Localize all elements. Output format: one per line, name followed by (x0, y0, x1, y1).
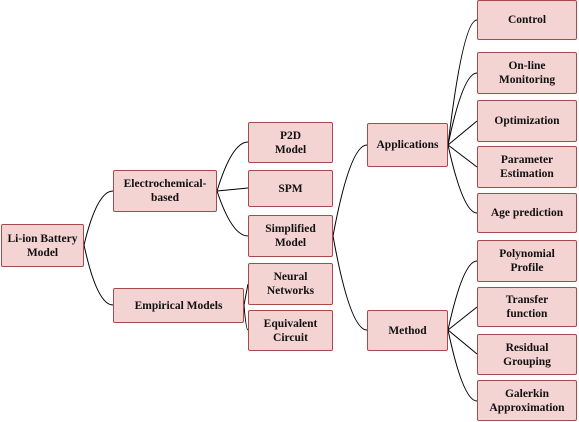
node-spm: SPM (248, 170, 333, 207)
node-applications: Applications (367, 123, 448, 167)
edge-applications-age (447, 144, 478, 214)
edge-electrochemical-p2d (216, 141, 249, 192)
edge-empirical-neural (243, 283, 249, 306)
node-online-monitoring: On-line Monitoring (477, 52, 577, 94)
node-equivalent-circuit: Equivalent Circuit (248, 310, 333, 351)
edge-applications-online (447, 72, 478, 146)
node-electrochemical-based: Electrochemical- based (113, 170, 217, 212)
node-p2d-model: P2D Model (248, 122, 333, 163)
edge-root-electrochemical (83, 190, 114, 246)
edge-simplified-method (332, 235, 368, 331)
node-simplified-model: Simplified Model (248, 215, 333, 257)
edge-empirical-equivalent (243, 304, 249, 331)
edge-method-transfer (447, 306, 478, 331)
edge-root-empirical (83, 244, 114, 306)
edge-method-galerkin (447, 329, 478, 402)
edge-applications-parameter (447, 144, 478, 168)
edge-simplified-applications (332, 144, 368, 237)
node-parameter-estimation: Parameter Estimation (477, 146, 577, 188)
edge-applications-control (447, 19, 478, 146)
node-residual-grouping: Residual Grouping (477, 334, 577, 375)
edge-method-residual (447, 329, 478, 355)
edge-electrochemical-spm (216, 187, 249, 192)
edge-electrochemical-simplified (216, 190, 249, 237)
node-method: Method (367, 310, 448, 351)
node-li-ion-battery-model: Li-ion Battery Model (1, 224, 84, 267)
node-polynomial-profile: Polynomial Profile (477, 240, 577, 282)
node-neural-networks: Neural Networks (248, 263, 333, 305)
node-control: Control (477, 0, 577, 40)
node-empirical-models: Empirical Models (113, 288, 244, 323)
node-age-prediction: Age prediction (477, 193, 577, 233)
edge-applications-optimization (447, 120, 478, 146)
node-galerkin-approximation: Galerkin Approximation (477, 380, 577, 421)
edge-method-polynomial (447, 260, 478, 331)
node-optimization: Optimization (477, 100, 577, 142)
node-transfer-function: Transfer function (477, 287, 577, 327)
